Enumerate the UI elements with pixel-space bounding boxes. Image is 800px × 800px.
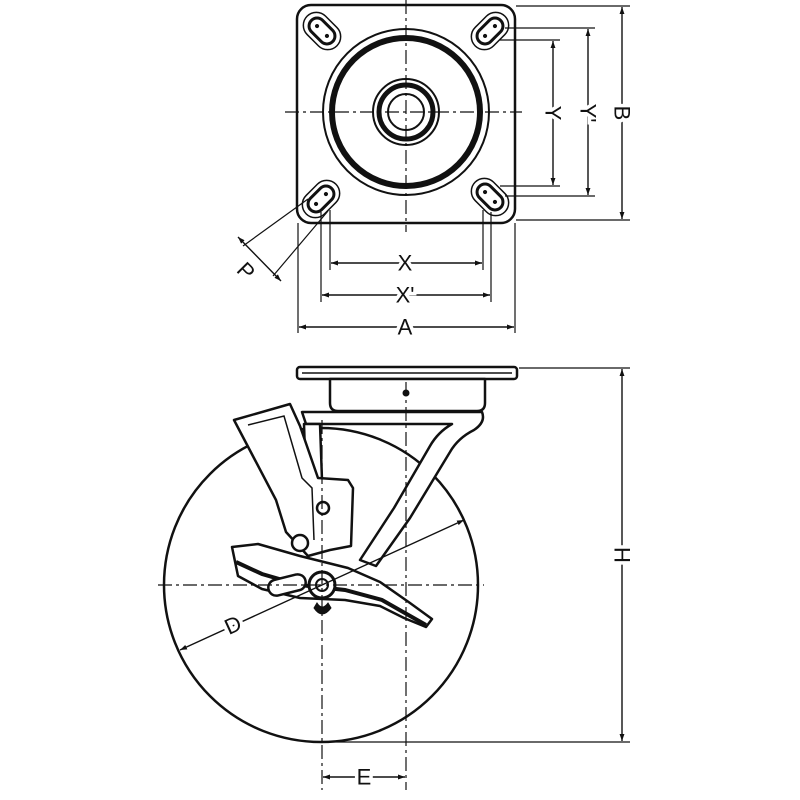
x-label: X — [398, 251, 413, 276]
side-view: H D E — [158, 365, 638, 793]
brake-lever-bend-line — [247, 415, 315, 541]
slot-end-mark — [314, 23, 320, 29]
mounting-slot-top-left — [302, 11, 342, 51]
mounting-slot-top-right — [470, 11, 510, 51]
y-label: Y — [541, 106, 566, 121]
brake-pivot-hole — [315, 500, 331, 516]
slot-end-mark — [482, 33, 488, 39]
b-label: B — [610, 106, 635, 121]
x-prime-label: X' — [396, 283, 415, 308]
slot-end-mark — [323, 191, 329, 197]
slot-end-mark — [492, 199, 498, 205]
d-dimension-line — [179, 519, 465, 651]
top-view: X X' A Y Y' B P — [228, 0, 638, 343]
slot-hole — [306, 184, 336, 214]
brake-spring-pin — [290, 533, 310, 553]
slot-end-mark — [324, 33, 330, 39]
mounting-slot-bottom-left — [301, 179, 341, 219]
slot-end-mark — [492, 23, 498, 29]
slot-end-mark — [482, 189, 488, 195]
p-extension-line-lower — [272, 210, 329, 277]
slot-recess — [301, 179, 341, 219]
y-prime-label: Y' — [576, 104, 601, 123]
slot-hole — [307, 16, 337, 46]
slot-hole — [475, 16, 505, 46]
slot-end-mark — [313, 201, 319, 207]
h-label: H — [610, 547, 635, 563]
e-label: E — [357, 765, 372, 790]
slot-recess — [470, 11, 510, 51]
a-label: A — [398, 315, 413, 340]
fork-right-leg — [300, 410, 485, 568]
p-dimension-line — [237, 236, 282, 282]
p-label: P — [232, 257, 260, 285]
